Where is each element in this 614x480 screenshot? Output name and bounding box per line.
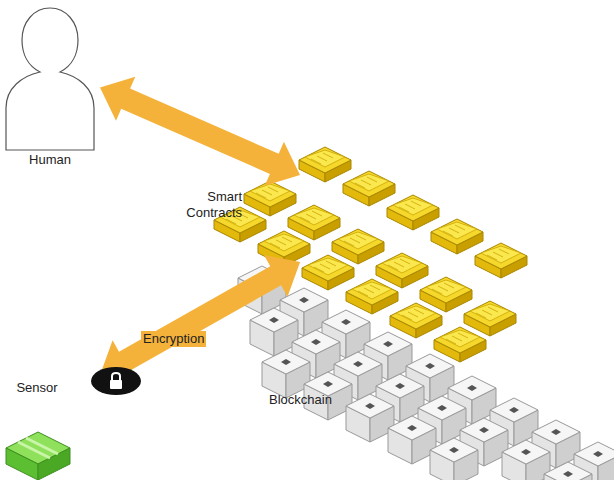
smart-contract-bars — [214, 147, 527, 362]
blockchain-cubes — [238, 266, 614, 480]
gold-bar — [302, 255, 354, 290]
gold-bar — [376, 253, 428, 288]
gold-bar — [475, 243, 527, 278]
gold-bar — [343, 171, 395, 206]
gold-bar — [332, 229, 384, 264]
node-label: Smart Contracts — [178, 189, 242, 221]
human-figure — [6, 8, 94, 150]
gold-bar — [431, 219, 483, 254]
gold-bar — [299, 147, 351, 182]
block-cube — [502, 440, 550, 480]
human-node: Human — [0, 0, 100, 175]
block-cube — [388, 416, 436, 464]
sensor-box — [6, 432, 70, 480]
node-label: Blockchain — [269, 392, 359, 408]
block-cube — [250, 308, 298, 356]
block-cube — [430, 438, 478, 480]
smart-contracts-node: Smart Contracts — [178, 175, 600, 375]
node-label: Human — [0, 152, 100, 168]
blockchain-node: Blockchain — [225, 262, 614, 480]
gold-bar — [288, 205, 340, 240]
block-cube — [544, 462, 592, 480]
double-arrow — [100, 77, 300, 186]
gold-bar — [244, 181, 296, 216]
edge-label: Encryption — [141, 331, 206, 347]
gold-bar — [434, 327, 486, 362]
block-cube — [346, 394, 394, 442]
block-cube — [262, 350, 310, 398]
gold-bar — [390, 303, 442, 338]
lock-icon — [90, 366, 142, 396]
gold-bar — [387, 195, 439, 230]
gold-bar — [464, 301, 516, 336]
gold-bar — [346, 279, 398, 314]
double-arrow — [100, 255, 300, 382]
sensor-node: Sensor — [5, 375, 100, 480]
gold-bar — [420, 277, 472, 312]
node-label: Sensor — [7, 380, 67, 396]
